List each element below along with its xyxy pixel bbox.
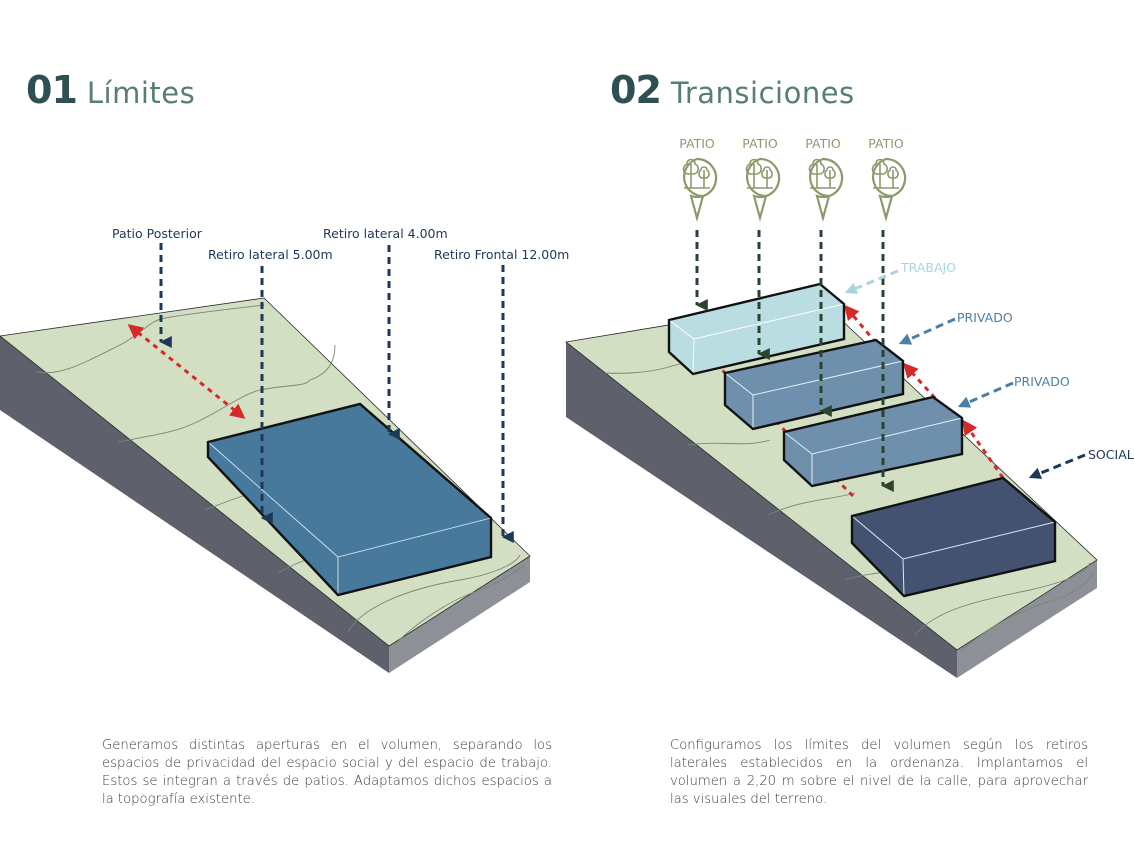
volume-privado-2 [782,395,964,488]
panel-2-heading: 02 Transiciones [610,68,855,112]
zone-label-social: SOCIAL [1088,447,1134,462]
panel-2-description: Configuramos los límites del volumen seg… [670,738,1088,808]
zone-label-privado-2: PRIVADO [1014,374,1070,389]
volume-trabajo [667,282,846,376]
zone-arrow-privado-1 [898,317,956,345]
trees-pin-icon [682,157,718,220]
zone-arrow-social [1028,453,1086,479]
panel-2-title: Transiciones [670,76,855,110]
terrain-2-side-light [957,560,1097,678]
setback-arrow-rear [127,324,246,419]
zone-arrow-privado-2 [957,381,1014,408]
volume-social [850,476,1057,598]
volume-1-front-face [338,518,491,595]
trees-pin-icon [745,157,781,220]
patio-pin-2: PATIO [742,136,781,220]
panel-2-number: 02 [610,68,662,112]
volume-1-top-face [208,404,491,557]
patio-label-1: PATIO [679,136,715,151]
patio-label-4: PATIO [868,136,904,151]
patio-label-2: PATIO [742,136,778,151]
setback-arrows [127,324,246,419]
building-volume-1 [206,402,493,597]
volume-privado-1 [723,338,905,431]
patio-label-3: PATIO [805,136,841,151]
volume-1-left-face [208,442,338,595]
panel-1-heading: 01 Límites [26,68,195,112]
zone-label-trabajo: TRABAJO [900,260,956,275]
patio-pin-1: PATIO [679,136,718,220]
patio-arrows [695,230,894,492]
label-retiro-frontal-12: Retiro Frontal 12.00m [434,247,569,262]
zone-labels: TRABAJO PRIVADO PRIVADO SOCIAL [844,260,1134,479]
patio-pin-4: PATIO [868,136,907,220]
terrain-1-side-dark [0,336,389,673]
panel-1-title: Límites [86,76,196,110]
label-patio-posterior: Patio Posterior [112,226,203,241]
patio-pins: PATIO PATIO PATIO PATIO [679,136,907,220]
limit-arrows [159,243,514,543]
panel-1-description: Generamos distintas aperturas en el volu… [102,738,552,808]
terrain-2-side-dark [566,342,957,678]
label-retiro-lateral-4: Retiro lateral 4.00m [323,226,448,241]
zone-arrow-trabajo [844,269,899,294]
zone-label-privado-1: PRIVADO [957,310,1013,325]
terrain-1-side-light [389,556,530,673]
panel-1-number: 01 [26,68,78,112]
patio-pin-3: PATIO [805,136,844,220]
trees-pin-icon [871,157,907,220]
label-retiro-lateral-5: Retiro lateral 5.00m [208,247,333,262]
trees-pin-icon [808,157,844,220]
